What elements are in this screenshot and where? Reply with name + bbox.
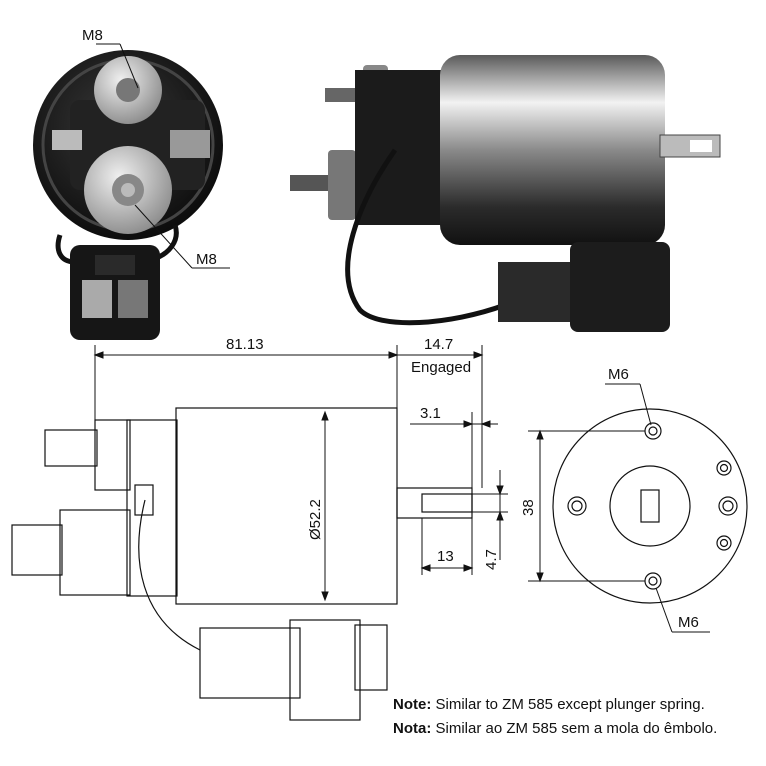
note-english-text: Similar to ZM 585 except plunger spring. xyxy=(431,696,705,713)
dim-slot-label: 4.7 xyxy=(483,549,500,570)
dim-overall-length xyxy=(93,345,399,420)
m8-lower-label: M8 xyxy=(196,251,217,268)
dim-slot xyxy=(472,470,508,560)
m8-label-upper: M8 xyxy=(82,27,139,89)
dim-diameter xyxy=(321,410,329,602)
dim-travel xyxy=(397,345,484,488)
m6-label-top xyxy=(605,383,652,426)
note-portuguese: Nota: Similar ao ZM 585 sem a mola do êm… xyxy=(393,720,717,737)
m6-top-label: M6 xyxy=(608,366,629,383)
m8-label-lower: M8 xyxy=(134,204,230,269)
photo-side-view xyxy=(290,55,721,332)
m8-upper-label: M8 xyxy=(82,27,103,44)
dim-diameter-label: Ø52.2 xyxy=(307,499,324,540)
dim-small xyxy=(410,412,498,488)
dim-bolt-spacing xyxy=(528,429,645,583)
note-portuguese-prefix: Nota: xyxy=(393,720,432,737)
dim-length-label: 81.13 xyxy=(226,336,264,353)
note-portuguese-text: Similar ao ZM 585 sem a mola do êmbolo. xyxy=(431,720,718,737)
note-english-prefix: Note: xyxy=(393,696,432,713)
dim-travel-note: Engaged xyxy=(411,359,471,376)
m6-bottom-label: M6 xyxy=(678,614,699,631)
dim-plunger-label: 13 xyxy=(437,548,454,565)
dim-plunger-length xyxy=(420,518,474,575)
note-english: Note: Similar to ZM 585 except plunger s… xyxy=(393,696,705,713)
dim-travel-label: 14.7 xyxy=(424,336,453,353)
end-view-drawing xyxy=(552,408,748,604)
technical-side-drawing xyxy=(11,407,473,721)
dim-small-label: 3.1 xyxy=(420,405,441,422)
dim-bolt-spacing-label: 38 xyxy=(520,499,537,516)
m6-label-bottom xyxy=(655,587,710,633)
photo-end-view xyxy=(33,50,223,340)
